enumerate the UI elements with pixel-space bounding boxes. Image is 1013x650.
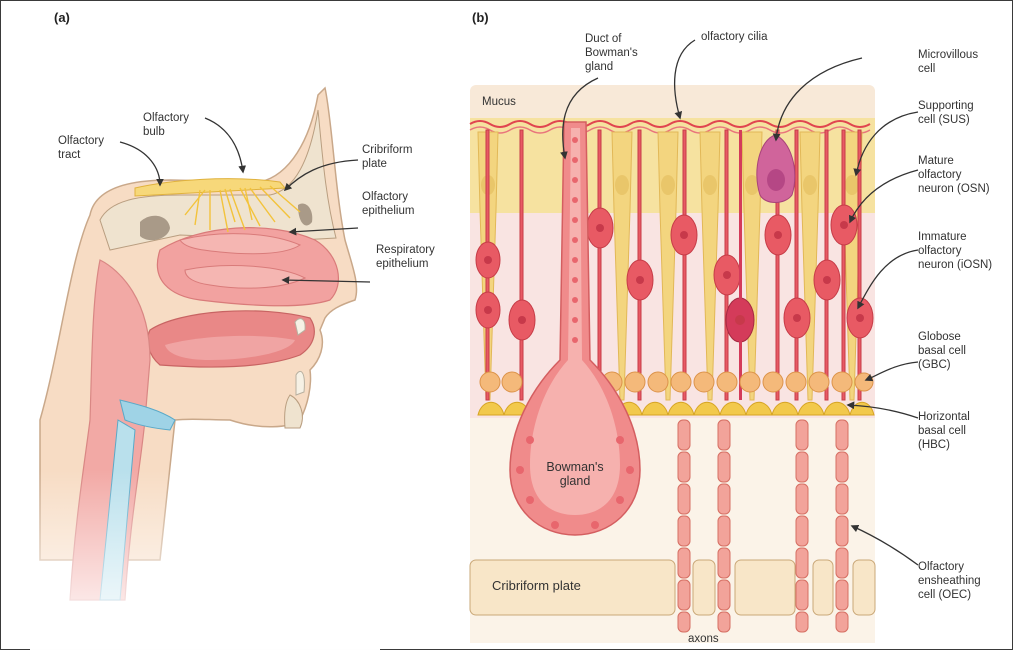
label-horizontal-basal-cell: Horizontal basal cell (HBC) [918, 410, 970, 452]
label-olfactory-tract: Olfactory tract [58, 134, 104, 162]
label-mature-osn: Mature olfactory neuron (OSN) [918, 154, 990, 196]
label-immature-osn: Immature olfactory neuron (iOSN) [918, 230, 992, 272]
label-bowmans-gland: Bowman's gland [540, 460, 610, 488]
panel-a-label: (a) [54, 10, 70, 25]
label-cribriform-plate-b: Cribriform plate [492, 579, 581, 593]
epithelium-illustration [470, 85, 875, 643]
label-microvillous-cell: Microvillous cell [918, 48, 978, 76]
panel-b-label: (b) [472, 10, 489, 25]
label-cribriform-plate: Cribriform plate [362, 143, 412, 171]
label-olfactory-ensheathing-cell: Olfactory ensheathing cell (OEC) [918, 560, 981, 602]
label-olfactory-cilia: olfactory cilia [701, 30, 767, 44]
label-axons: axons [688, 632, 719, 646]
label-respiratory-epithelium: Respiratory epithelium [376, 243, 435, 271]
label-olfactory-epithelium: Olfactory epithelium [362, 190, 414, 218]
label-supporting-cell: Supporting cell (SUS) [918, 99, 974, 127]
label-olfactory-bulb: Olfactory bulb [143, 111, 189, 139]
head-sagittal-illustration [30, 88, 380, 650]
label-duct-bowmans-gland: Duct of Bowman's gland [585, 32, 638, 74]
label-mucus: Mucus [482, 95, 516, 109]
label-globose-basal-cell: Globose basal cell (GBC) [918, 330, 966, 372]
